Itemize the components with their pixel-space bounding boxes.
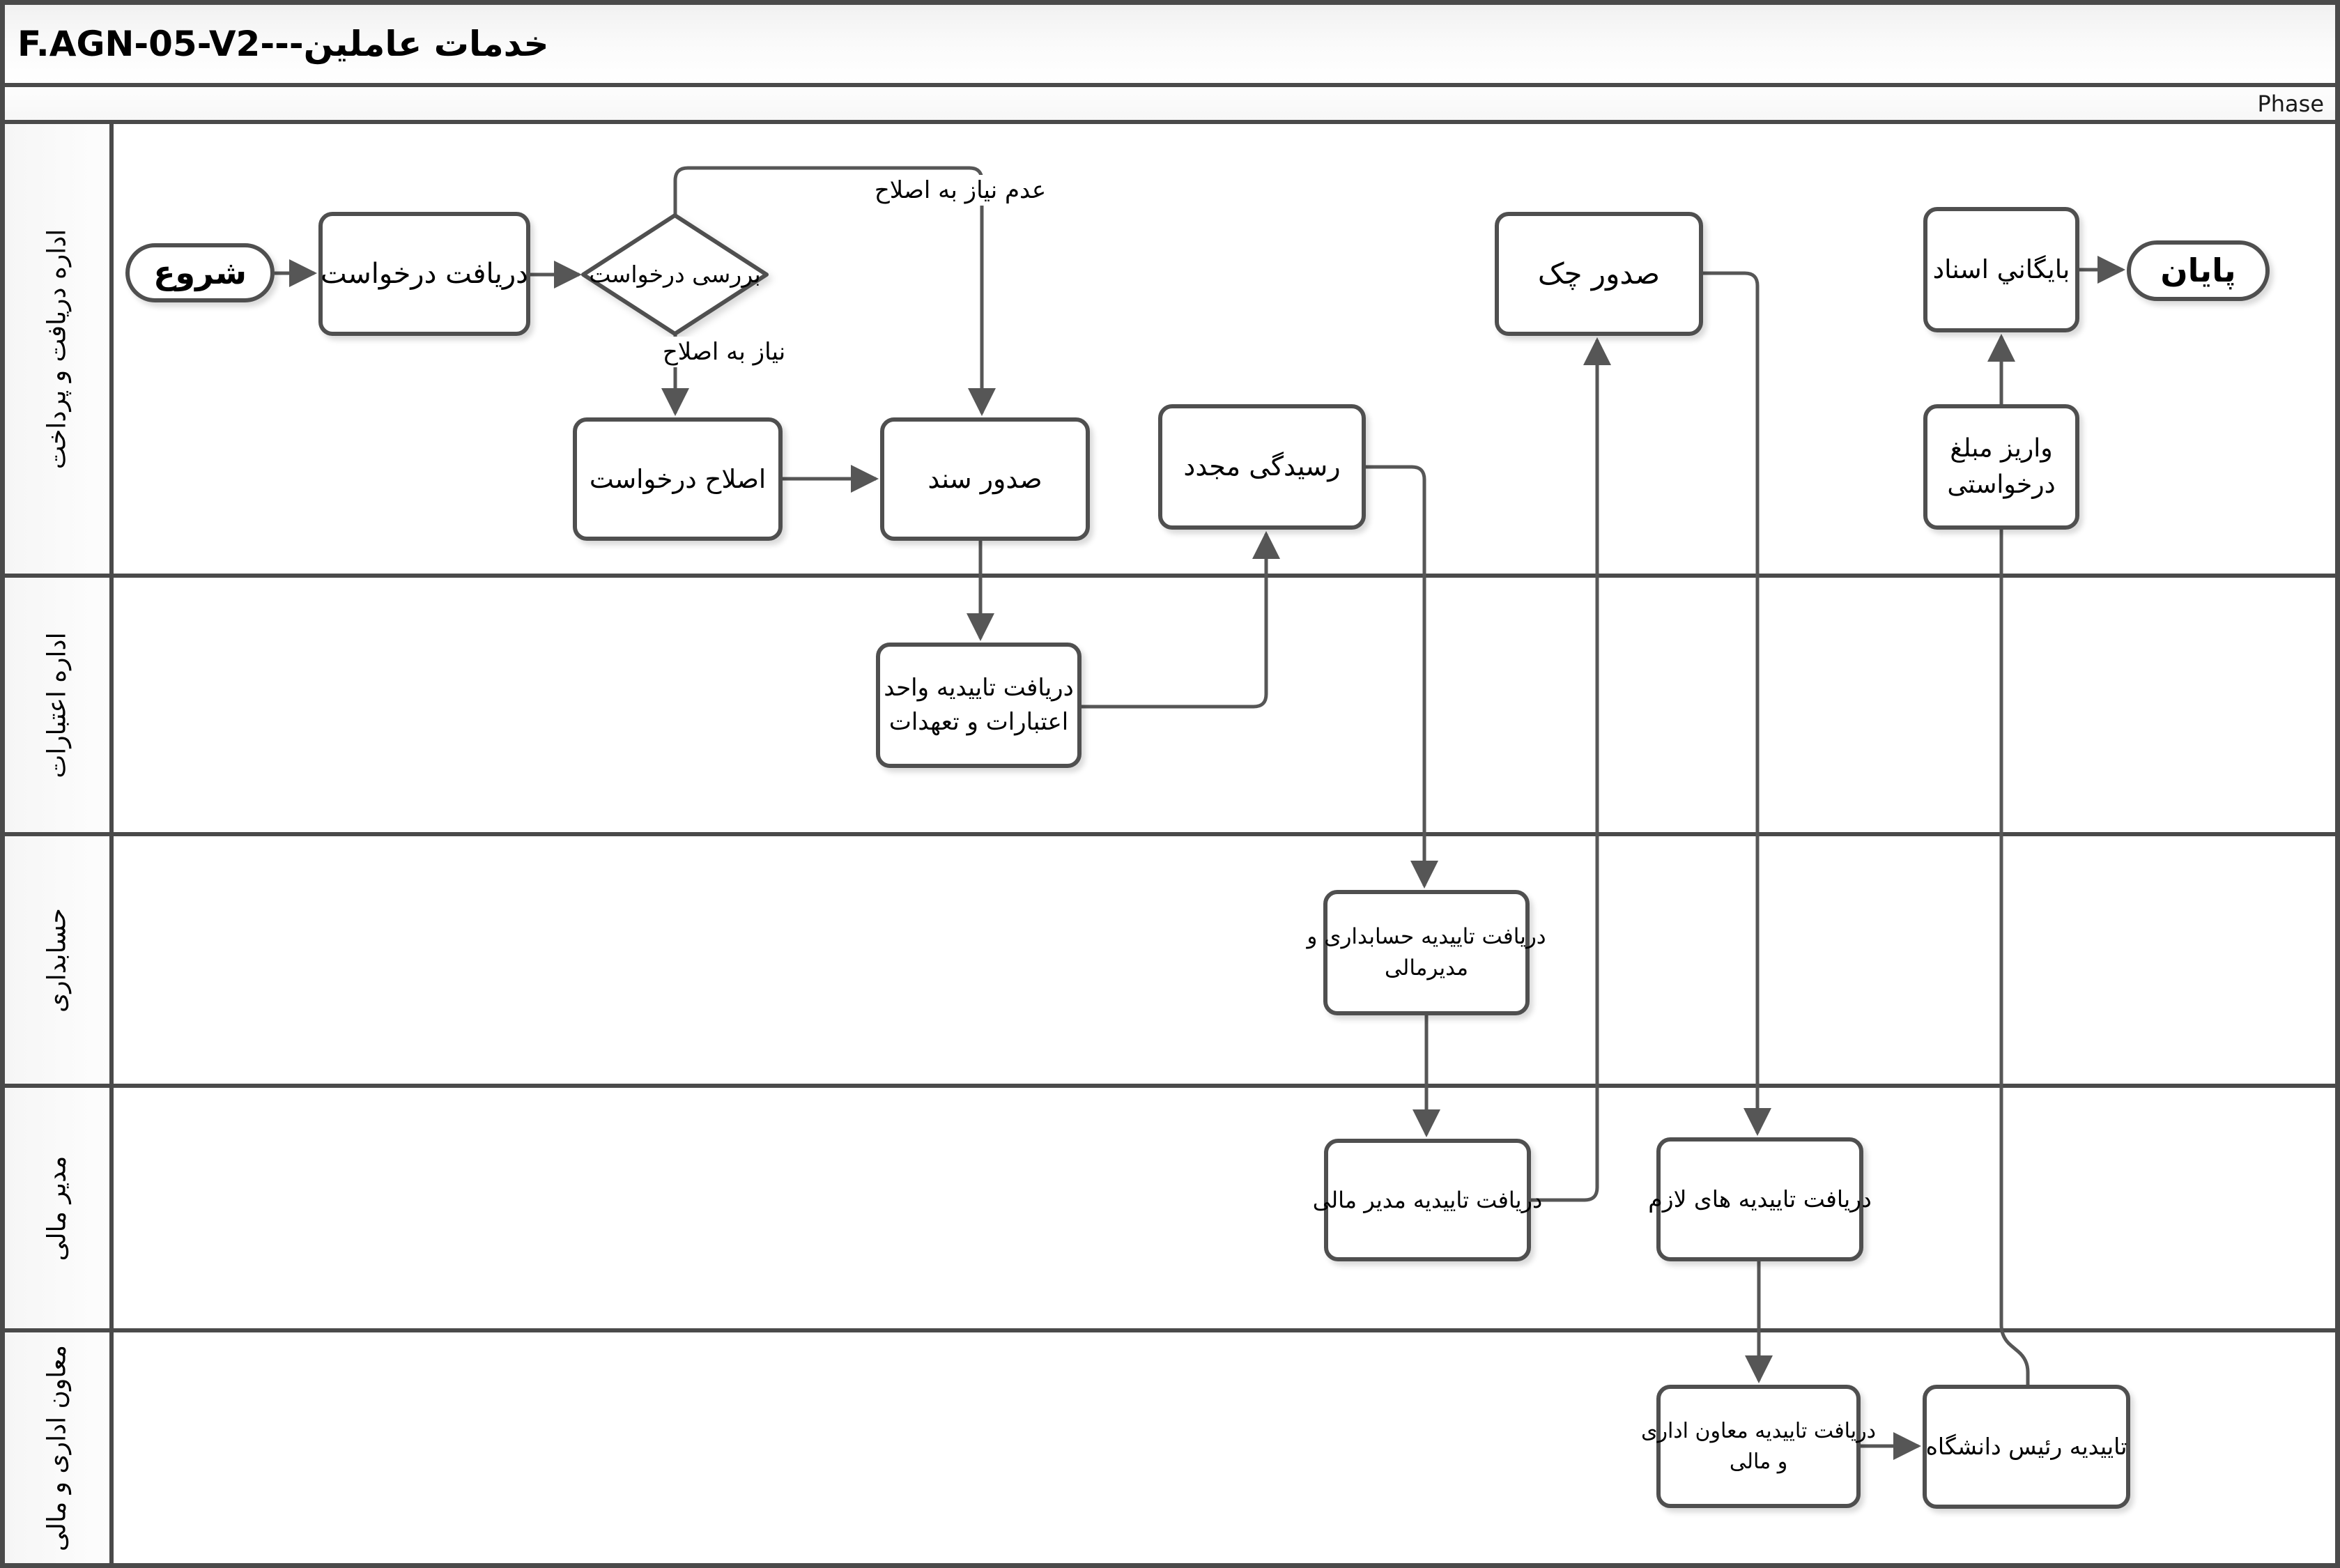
- swimlane-receipt-payment-office: اداره دریافت و پرداخت: [5, 124, 2335, 578]
- diagram-title: خدمات عاملین---F.AGN-05-V2: [17, 24, 549, 64]
- swimlane-label-receipt-payment-office: اداره دریافت و پرداخت: [43, 229, 72, 469]
- swimlane-finance-manager: مدیر مالی: [5, 1088, 2335, 1332]
- swimlane-admin-finance-deputy: معاون اداری و مالی: [5, 1332, 2335, 1563]
- swimlanes-container: اداره دریافت و پرداخت اداره اعتبارات حسابد…: [5, 124, 2335, 1563]
- swimlane-label-cell-admin-finance-deputy: معاون اداری و مالی: [5, 1332, 114, 1563]
- swimlane-label-credits-office: اداره اعتبارات: [43, 631, 72, 778]
- phase-label: Phase: [2257, 90, 2324, 117]
- swimlane-label-admin-finance-deputy: معاون اداری و مالی: [43, 1345, 72, 1551]
- swimlane-accounting: حسابداری: [5, 836, 2335, 1088]
- swimlane-credits-office: اداره اعتبارات: [5, 578, 2335, 836]
- swimlane-label-accounting: حسابداری: [43, 907, 72, 1013]
- swimlane-label-finance-manager: مدیر مالی: [43, 1155, 72, 1261]
- swimlane-label-cell-credits-office: اداره اعتبارات: [5, 578, 114, 832]
- swimlane-label-cell-finance-manager: مدیر مالی: [5, 1088, 114, 1328]
- swimlane-label-cell-receipt-payment-office: اداره دریافت و پرداخت: [5, 124, 114, 574]
- swimlane-label-cell-accounting: حسابداری: [5, 836, 114, 1084]
- title-bar: خدمات عاملین---F.AGN-05-V2: [5, 5, 2335, 87]
- phase-band: Phase: [5, 87, 2335, 124]
